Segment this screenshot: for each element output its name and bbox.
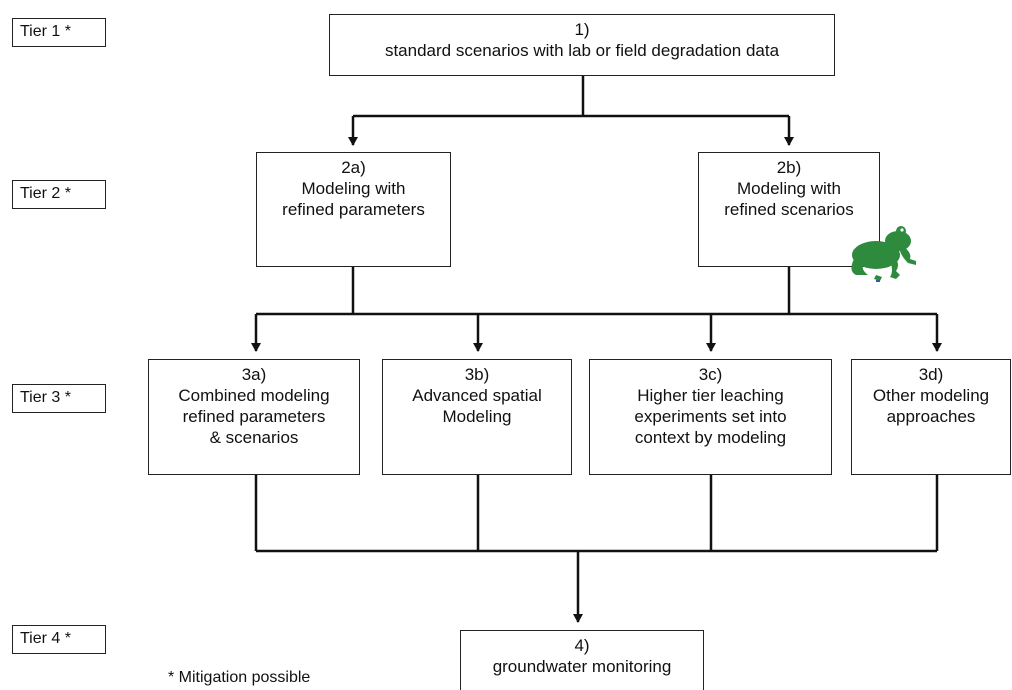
node-3c-leaching-experiments: 3c) Higher tier leaching experiments set… bbox=[589, 359, 832, 475]
node-3d-text: Other modeling approaches bbox=[872, 386, 990, 426]
node-3b-number: 3b) bbox=[464, 365, 490, 384]
node-3d-number: 3d) bbox=[918, 365, 944, 384]
node-3a-combined-modeling: 3a) Combined modeling refined parameters… bbox=[148, 359, 360, 475]
node-2b-text: Modeling with refined scenarios bbox=[724, 179, 854, 219]
tier-1-label: Tier 1 * bbox=[12, 18, 106, 47]
tier-3-label: Tier 3 * bbox=[12, 384, 106, 413]
node-2a-refined-parameters: 2a) Modeling with refined parameters bbox=[256, 152, 451, 267]
node-3a-number: 3a) bbox=[241, 365, 267, 384]
node-2b-refined-scenarios: 2b) Modeling with refined scenarios bbox=[698, 152, 880, 267]
node-1-standard-scenarios: 1) standard scenarios with lab or field … bbox=[329, 14, 835, 76]
node-1-text: standard scenarios with lab or field deg… bbox=[384, 41, 780, 60]
node-3d-other-approaches: 3d) Other modeling approaches bbox=[851, 359, 1011, 475]
node-3c-number: 3c) bbox=[698, 365, 723, 384]
node-3b-text: Advanced spatial Modeling bbox=[412, 386, 542, 426]
tier-2-label: Tier 2 * bbox=[12, 180, 106, 209]
tier-4-label: Tier 4 * bbox=[12, 625, 106, 654]
node-3a-text: Combined modeling refined parameters & s… bbox=[178, 386, 330, 447]
node-2b-number: 2b) bbox=[776, 158, 802, 177]
node-1-number: 1) bbox=[574, 20, 590, 39]
node-4-groundwater-monitoring: 4) groundwater monitoring bbox=[460, 630, 704, 690]
node-3c-text: Higher tier leaching experiments set int… bbox=[634, 386, 787, 447]
frog-icon bbox=[851, 226, 916, 282]
node-4-number: 4) bbox=[574, 636, 590, 655]
mitigation-footnote: * Mitigation possible bbox=[168, 669, 311, 686]
node-3b-advanced-spatial: 3b) Advanced spatial Modeling bbox=[382, 359, 572, 475]
node-2a-text: Modeling with refined parameters bbox=[282, 179, 425, 219]
node-2a-number: 2a) bbox=[341, 158, 366, 177]
node-4-text: groundwater monitoring bbox=[492, 657, 672, 676]
